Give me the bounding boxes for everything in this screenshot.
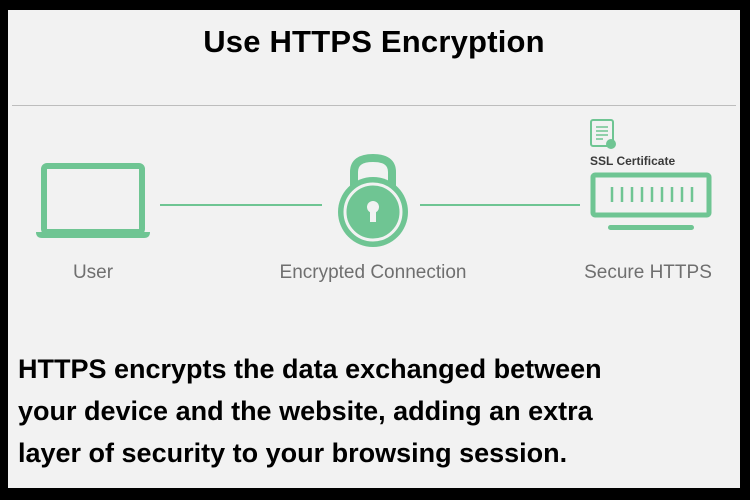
divider <box>12 105 736 106</box>
page-title: Use HTTPS Encryption <box>203 24 545 59</box>
laptop-icon <box>36 163 150 238</box>
description-line: your device and the website, adding an e… <box>18 396 593 426</box>
description-line: HTTPS encrypts the data exchanged betwee… <box>18 354 602 384</box>
node-label-user: User <box>72 262 114 283</box>
description: HTTPS encrypts the data exchanged betwee… <box>18 348 738 474</box>
ssl-certificate-label: SSL Certificate <box>590 154 676 168</box>
connector-line-right <box>420 204 580 206</box>
server-icon <box>590 172 712 230</box>
padlock-icon <box>338 153 408 247</box>
node-label-encrypted-connection: Encrypted Connection <box>279 262 467 283</box>
infographic-card: Use HTTPS Encryption SSL Certificate <box>8 10 740 488</box>
node-label-secure-https: Secure HTTPS <box>584 262 712 283</box>
description-line: layer of security to your browsing sessi… <box>18 438 568 468</box>
certificate-icon <box>590 119 616 149</box>
connector-line-left <box>160 204 322 206</box>
